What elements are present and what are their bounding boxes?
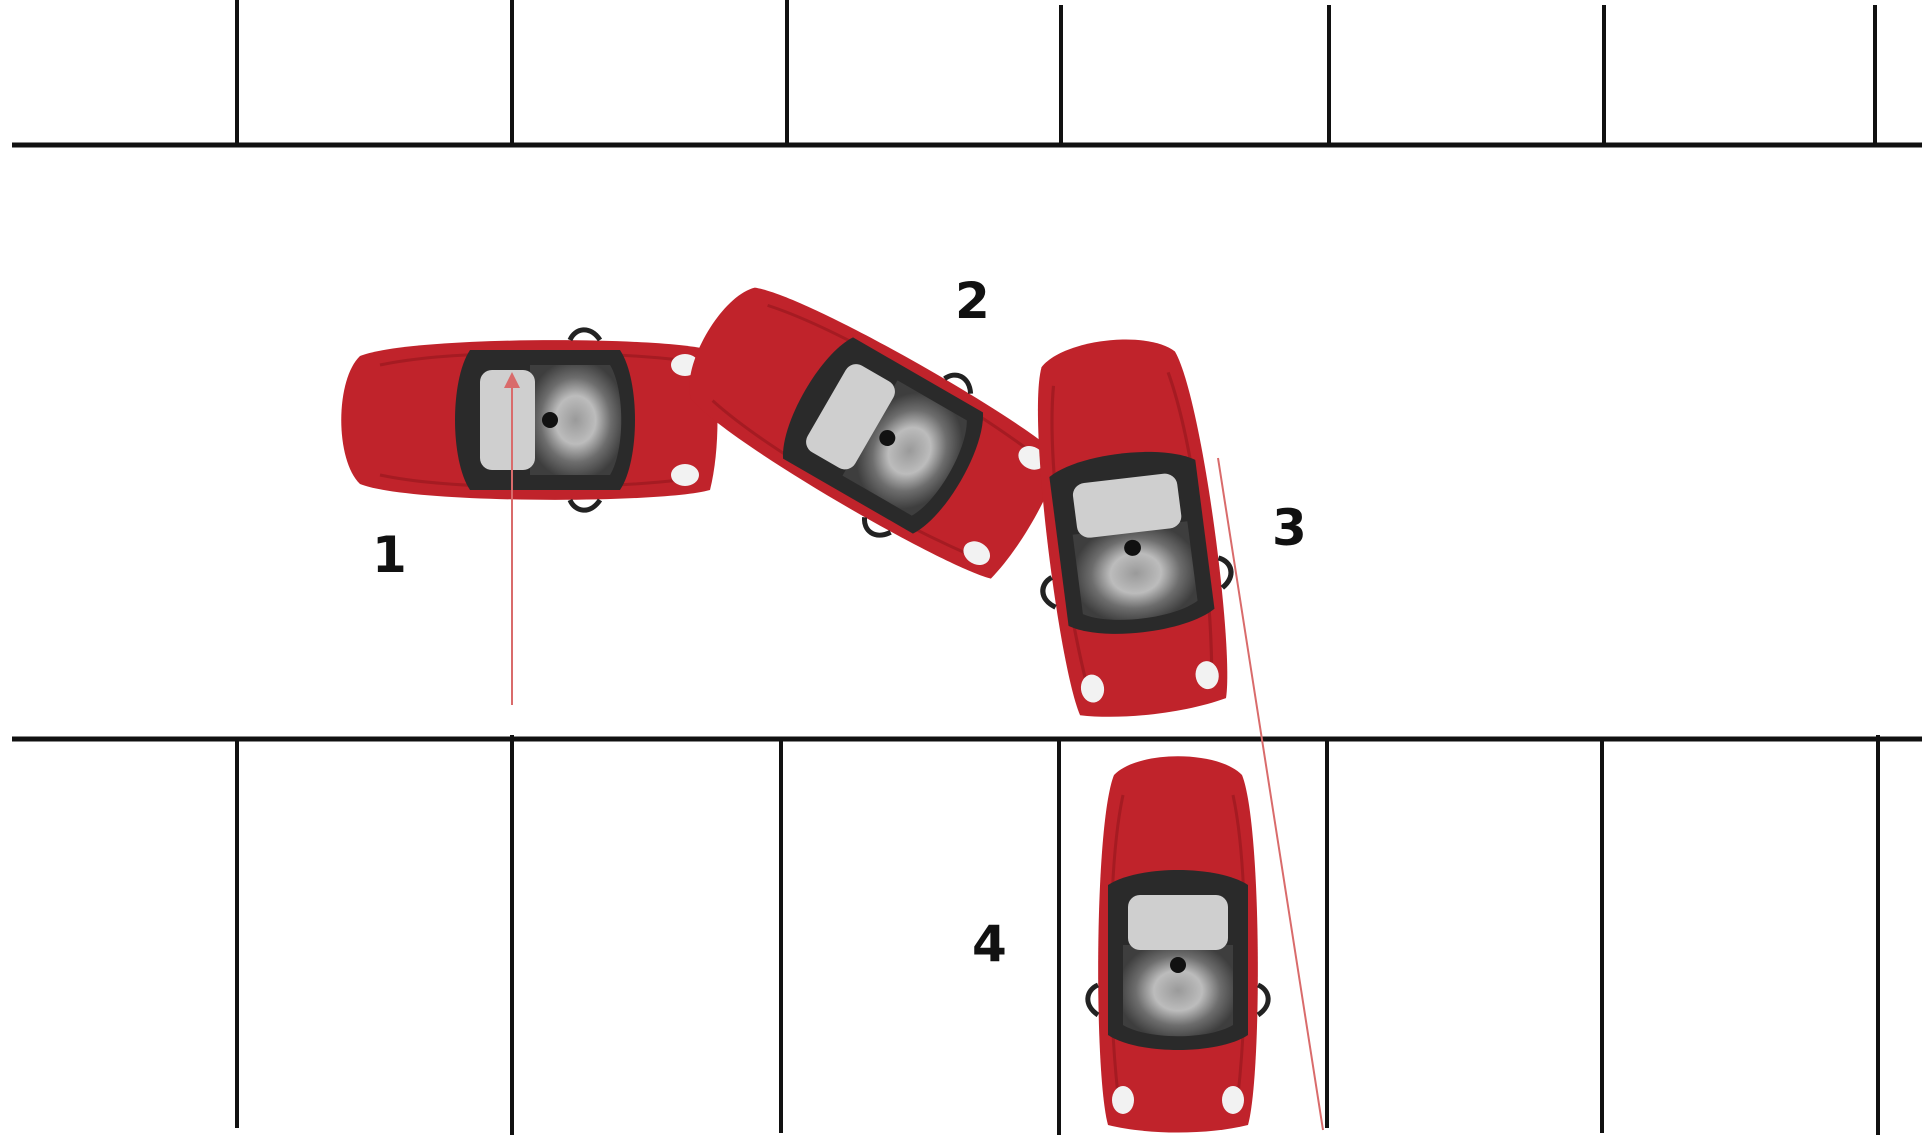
- car-position-1: [341, 330, 717, 510]
- car-position-4: [1088, 756, 1268, 1132]
- step-label-1: 1: [372, 526, 407, 584]
- top-parking-row: [12, 0, 1922, 145]
- bottom-parking-row: [12, 735, 1922, 1135]
- car-position-2: [661, 256, 1077, 600]
- car-position-3: [1012, 330, 1248, 725]
- step-label-4: 4: [972, 915, 1007, 973]
- step-label-3: 3: [1272, 499, 1307, 557]
- step-label-2: 2: [955, 272, 990, 330]
